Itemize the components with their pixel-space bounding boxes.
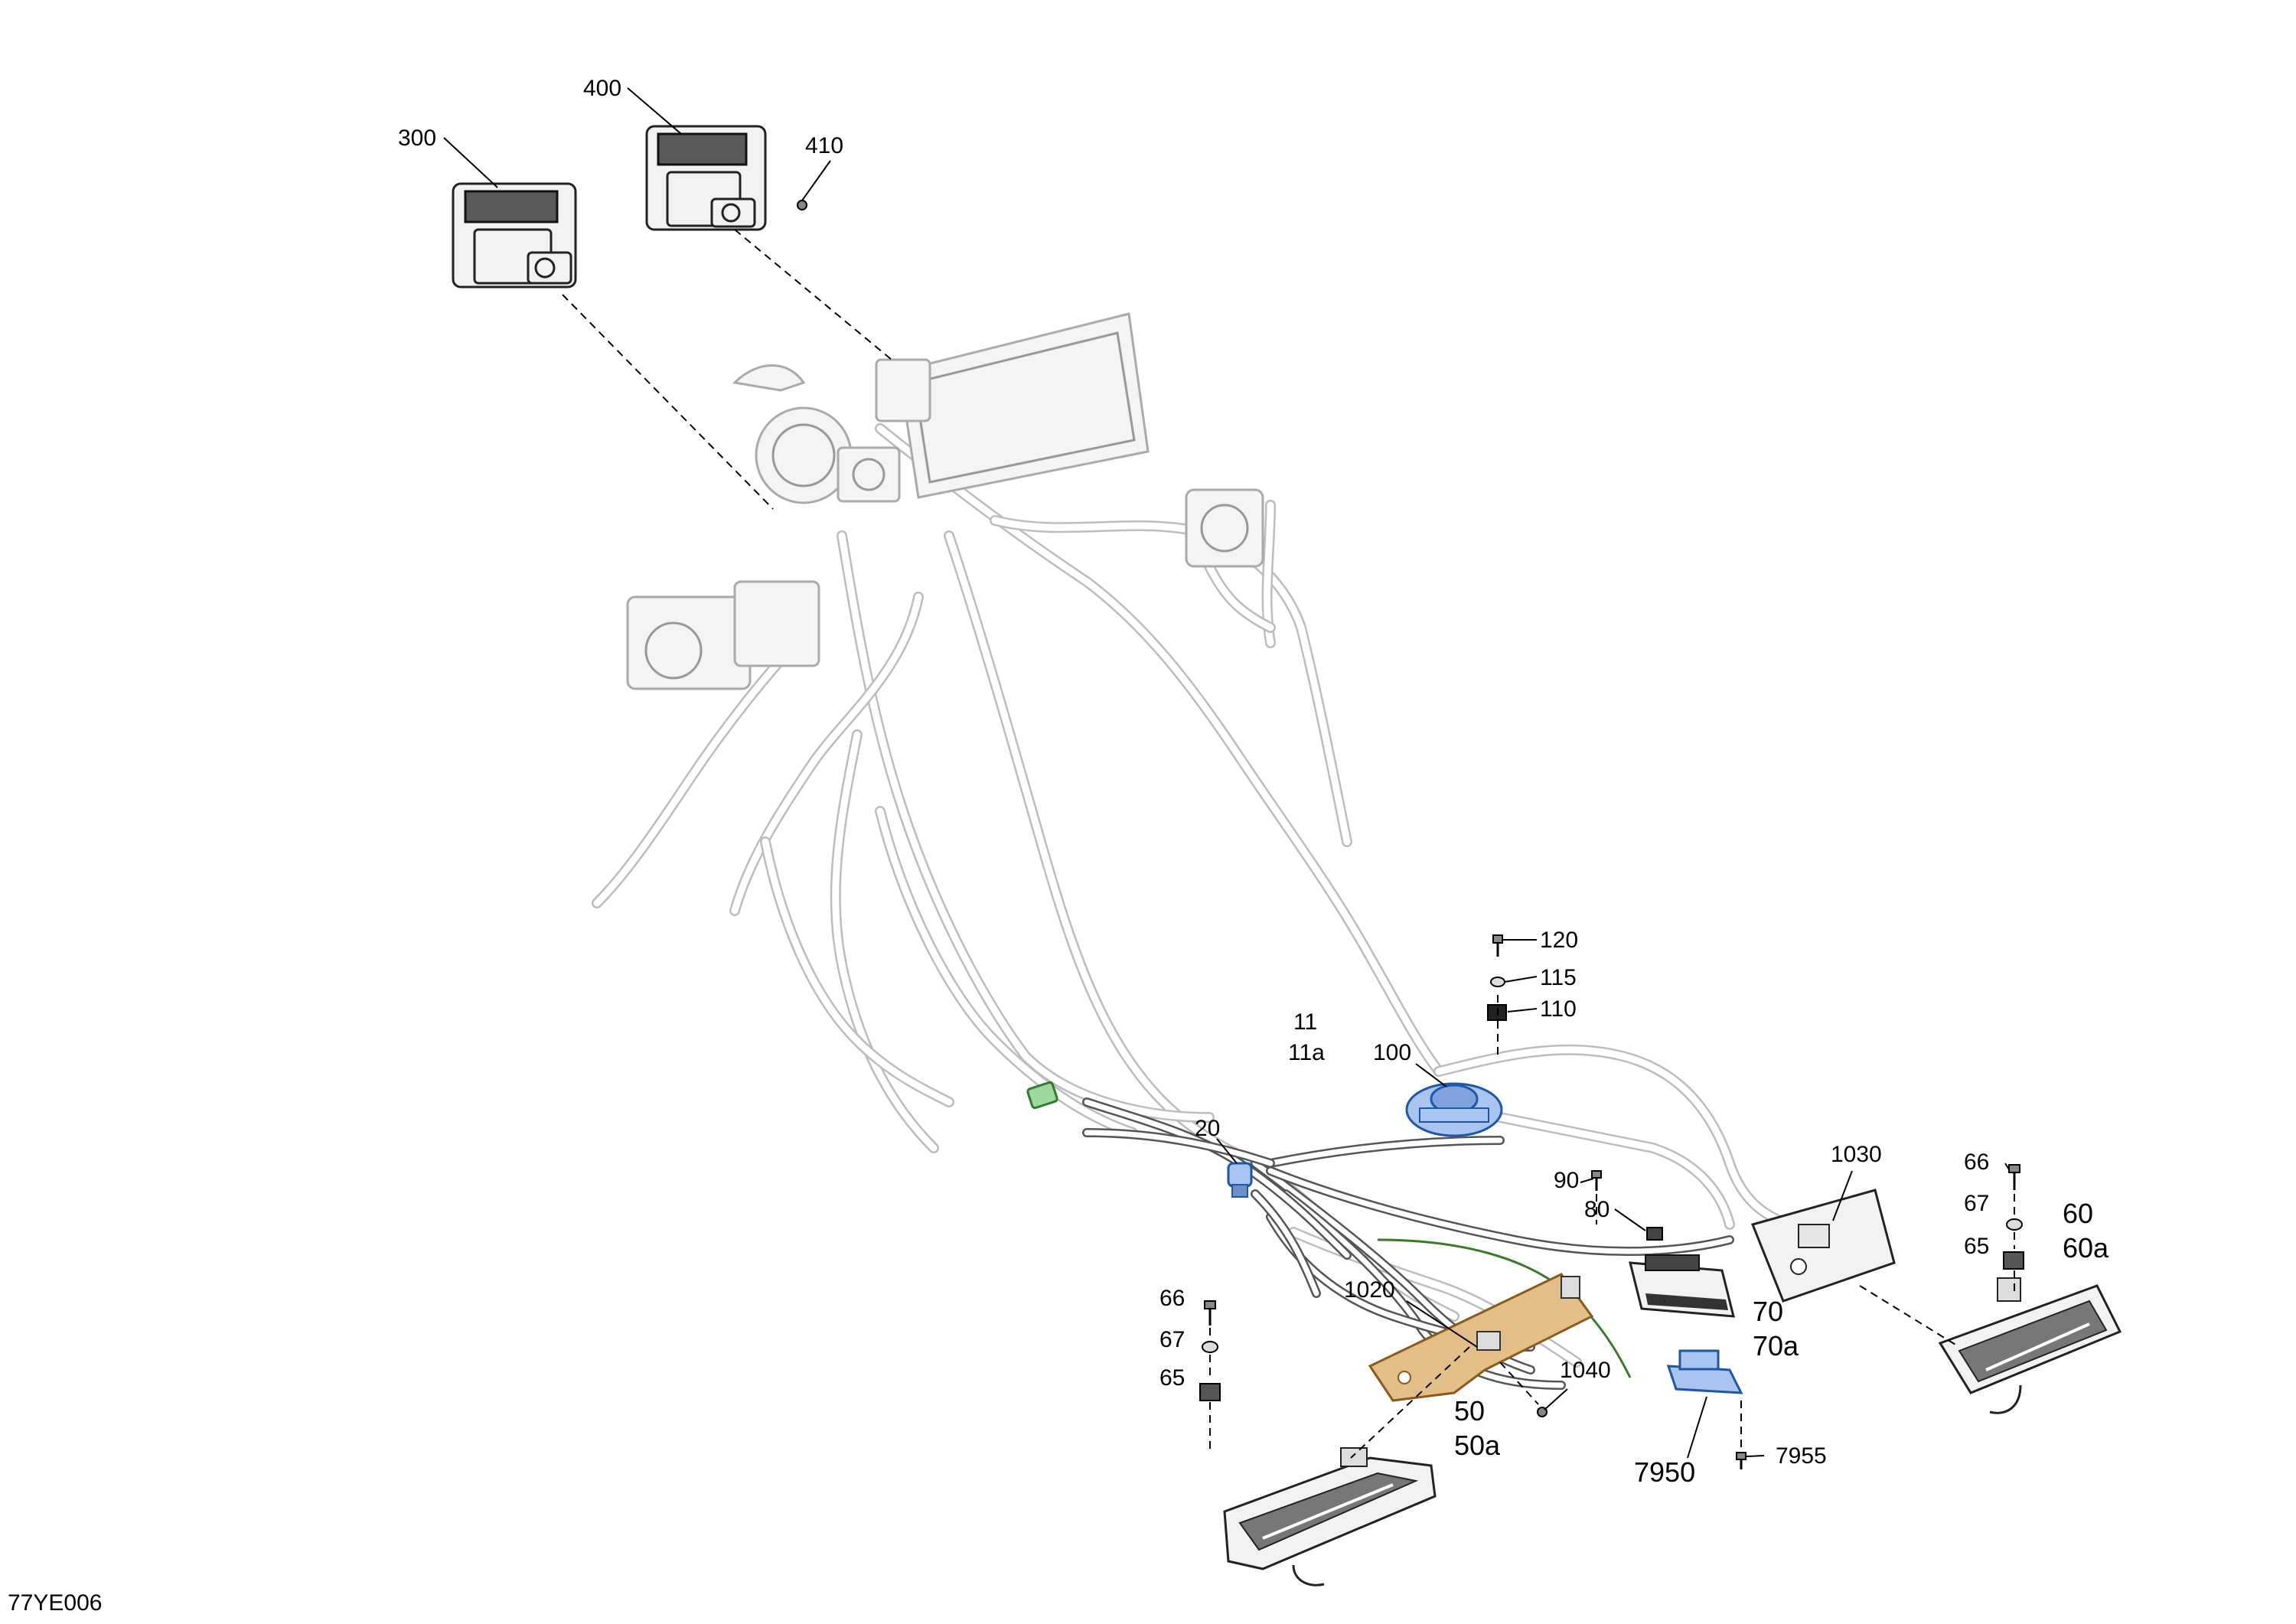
- callout-66-left: 66: [1159, 1286, 1185, 1311]
- callout-60: 60: [2063, 1198, 2093, 1229]
- callout-50: 50: [1454, 1395, 1485, 1427]
- callout-labels: 300 400 410 120 115 110 11 11a 100 20 90…: [8, 76, 2109, 1616]
- faint-assembly-left: [626, 580, 820, 690]
- callout-7955: 7955: [1776, 1443, 1827, 1469]
- module-400: [645, 125, 767, 231]
- callout-1040: 1040: [1560, 1358, 1611, 1383]
- callout-300: 300: [398, 126, 436, 151]
- callout-11: 11: [1293, 1009, 1317, 1035]
- screw-410: [797, 200, 807, 210]
- callout-65-left: 65: [1159, 1365, 1185, 1391]
- callout-50a: 50a: [1454, 1430, 1501, 1461]
- screw-66-right: [2008, 1164, 2020, 1190]
- horn-100: [1405, 1082, 1503, 1137]
- callout-67-right: 67: [1964, 1191, 1989, 1216]
- callout-11a: 11a: [1288, 1040, 1325, 1065]
- leader-lines: [443, 87, 2010, 1459]
- display-cluster: [732, 312, 1150, 504]
- nut-80: [1646, 1227, 1663, 1241]
- bracket-1030: [1750, 1189, 1896, 1303]
- washer-67-right: [2006, 1218, 2023, 1231]
- callout-67-left: 67: [1159, 1327, 1185, 1352]
- connector-11: [1026, 1081, 1058, 1110]
- callout-60a: 60a: [2063, 1232, 2109, 1264]
- headlight-60: [1938, 1277, 2122, 1414]
- callout-100: 100: [1373, 1040, 1411, 1065]
- callout-90: 90: [1554, 1168, 1579, 1193]
- callout-70a: 70a: [1753, 1330, 1799, 1361]
- module-7950: [1666, 1349, 1743, 1394]
- screw-90: [1591, 1170, 1602, 1191]
- faint-assembly-right: [1185, 488, 1264, 568]
- callout-65-right: 65: [1964, 1234, 1989, 1259]
- washer-67-left: [1202, 1341, 1218, 1353]
- wiring-harness: [592, 423, 1827, 1390]
- plug-20: [1227, 1162, 1253, 1198]
- callout-70: 70: [1753, 1296, 1783, 1327]
- callout-400: 400: [583, 76, 621, 101]
- callout-20: 20: [1195, 1116, 1220, 1141]
- callout-410: 410: [805, 133, 843, 158]
- headlight-50: [1223, 1447, 1437, 1586]
- drawing-code: 77YE006: [8, 1590, 102, 1616]
- screw-7955: [1736, 1452, 1746, 1469]
- callout-80: 80: [1584, 1197, 1609, 1222]
- callout-7950: 7950: [1634, 1456, 1695, 1488]
- assembly-lines: [562, 229, 2015, 1459]
- screw-66-left: [1204, 1300, 1216, 1326]
- callout-1030: 1030: [1831, 1142, 1882, 1167]
- washer-115: [1490, 977, 1505, 987]
- nut-65-right: [2003, 1251, 2024, 1270]
- bracket-1020: [1368, 1273, 1594, 1402]
- callout-66-right: 66: [1964, 1150, 1989, 1175]
- callout-115: 115: [1540, 965, 1577, 990]
- module-70: [1629, 1254, 1735, 1318]
- screw-120: [1492, 934, 1503, 957]
- callout-1020: 1020: [1344, 1277, 1395, 1303]
- nut-65-left: [1199, 1383, 1221, 1401]
- module-300: [452, 182, 577, 289]
- callout-110: 110: [1540, 996, 1577, 1022]
- callout-120: 120: [1540, 928, 1578, 953]
